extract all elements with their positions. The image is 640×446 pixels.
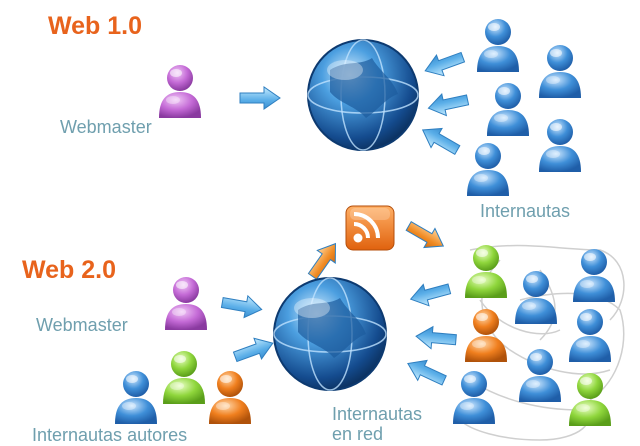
autor-person-icon bbox=[163, 351, 205, 404]
internauta-person-icon bbox=[477, 19, 519, 72]
autor-person-icon bbox=[209, 371, 251, 424]
internautas-autores-label: Internautas autores bbox=[32, 425, 188, 445]
internautas-en-red-label-line1: Internautas bbox=[332, 404, 423, 424]
web10-internautas-group bbox=[467, 19, 581, 196]
rss-feed-icon bbox=[345, 205, 395, 251]
internautas-autores-group bbox=[115, 351, 251, 424]
red-person-icon bbox=[465, 245, 507, 298]
red-person-icon bbox=[465, 309, 507, 362]
autor-person-icon bbox=[115, 371, 157, 424]
web10-webmaster-label: Webmaster bbox=[60, 117, 152, 137]
web10-webmaster-person-icon bbox=[159, 65, 201, 118]
web10-arrow-webmaster-to-globe-icon bbox=[239, 86, 281, 110]
web10-internautas-label: Internautas bbox=[480, 201, 571, 221]
web20-webmaster-label: Webmaster bbox=[36, 315, 128, 335]
red-person-icon bbox=[573, 249, 615, 302]
internauta-person-icon bbox=[539, 119, 581, 172]
internauta-person-icon bbox=[539, 45, 581, 98]
internautas-en-red-label-line2: en red bbox=[332, 424, 384, 444]
web20-globe-icon bbox=[273, 277, 387, 391]
web20-title: Web 2.0 bbox=[22, 256, 117, 284]
internauta-person-icon bbox=[467, 143, 509, 196]
red-person-icon bbox=[519, 349, 561, 402]
web10-incoming-arrows bbox=[416, 46, 471, 161]
web20-arrows-to-globe bbox=[219, 291, 278, 368]
internauta-person-icon bbox=[487, 83, 529, 136]
web20-webmaster-person-icon bbox=[165, 277, 207, 330]
web20-incoming-arrows bbox=[402, 277, 458, 391]
web10-globe-icon bbox=[307, 39, 419, 151]
web10-title: Web 1.0 bbox=[48, 12, 143, 40]
red-person-icon bbox=[515, 271, 557, 324]
red-person-icon bbox=[453, 371, 495, 424]
internautas-en-red-group bbox=[453, 245, 615, 426]
red-person-icon bbox=[569, 309, 611, 362]
